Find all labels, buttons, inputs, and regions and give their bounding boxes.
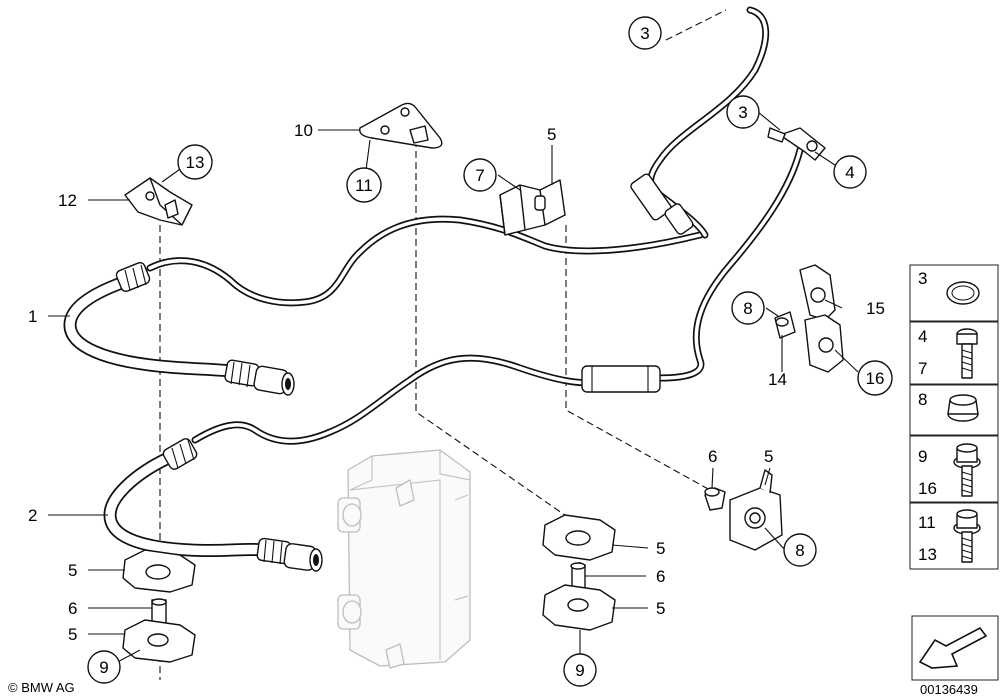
leader-lines	[48, 111, 859, 666]
svg-text:4: 4	[845, 163, 854, 182]
legend-3: 3	[918, 269, 927, 288]
callout-16: 16	[857, 360, 893, 396]
legend-4: 4	[918, 327, 927, 346]
line-3	[581, 6, 826, 393]
callout-10: 10	[294, 121, 313, 140]
circled-callouts: 3 3 4 13 11 7 8 16	[87, 16, 893, 687]
copyright: © BMW AG	[8, 680, 75, 695]
arrow-icon[interactable]	[918, 626, 988, 669]
clip-15-16	[774, 264, 844, 373]
hose-2	[103, 354, 604, 572]
grommet-icon	[947, 394, 979, 422]
svg-text:11: 11	[355, 176, 373, 195]
callout-9a: 9	[563, 653, 597, 687]
svg-text:7: 7	[475, 166, 484, 185]
clip-stack-middle	[542, 514, 616, 631]
callout-5a: 5	[547, 125, 556, 144]
callout-5c: 5	[656, 539, 665, 558]
flange-bolt-2-icon	[953, 509, 981, 563]
callout-14: 14	[768, 370, 787, 389]
bolt-icon	[956, 328, 978, 379]
callout-3a: 3	[628, 16, 662, 50]
svg-text:16: 16	[866, 369, 885, 388]
svg-text:3: 3	[738, 103, 747, 122]
callout-6b: 6	[656, 567, 665, 586]
svg-text:9: 9	[99, 658, 108, 677]
callout-6a: 6	[708, 447, 717, 466]
svg-text:8: 8	[743, 299, 752, 318]
oil-cooler-ghost	[337, 449, 471, 669]
svg-text:3: 3	[640, 24, 649, 43]
callout-7: 7	[463, 158, 497, 192]
callout-9b: 9	[87, 650, 121, 684]
callout-4: 4	[833, 155, 867, 189]
callout-15: 15	[866, 299, 885, 318]
drawing-number: 00136439	[920, 682, 978, 697]
callout-1: 1	[28, 307, 37, 326]
parts-legend: 3 4 7 8 9 16 11 13	[909, 264, 999, 681]
callout-3b: 3	[726, 95, 760, 129]
legend-8: 8	[918, 390, 927, 409]
bracket-10	[359, 102, 443, 149]
callout-8b: 8	[783, 533, 817, 567]
callout-labels: 1 2 12 10 5 15 14 6 5 5 6 5 5 6 5	[28, 121, 885, 644]
svg-text:13: 13	[186, 153, 205, 172]
callout-5e: 5	[68, 561, 77, 580]
callout-13: 13	[177, 144, 213, 180]
svg-text:8: 8	[795, 541, 804, 560]
callout-5f: 5	[68, 625, 77, 644]
legend-7: 7	[918, 359, 927, 378]
hose-1	[63, 215, 704, 396]
callout-8a: 8	[731, 291, 765, 325]
svg-text:9: 9	[575, 661, 584, 680]
callout-2: 2	[28, 506, 37, 525]
clip-7	[499, 179, 566, 236]
legend-16: 16	[918, 479, 937, 498]
clip-stack-left	[122, 549, 196, 663]
legend-9: 9	[918, 447, 927, 466]
callout-5b: 5	[764, 447, 773, 466]
callout-12: 12	[58, 191, 77, 210]
callout-11: 11	[346, 167, 382, 203]
clip-6-5-8	[704, 469, 783, 551]
flange-bolt-icon	[953, 443, 981, 497]
legend-11: 11	[918, 513, 936, 532]
bracket-12	[124, 177, 193, 226]
callout-6c: 6	[68, 599, 77, 618]
callout-5d: 5	[656, 599, 665, 618]
legend-13: 13	[918, 545, 937, 564]
